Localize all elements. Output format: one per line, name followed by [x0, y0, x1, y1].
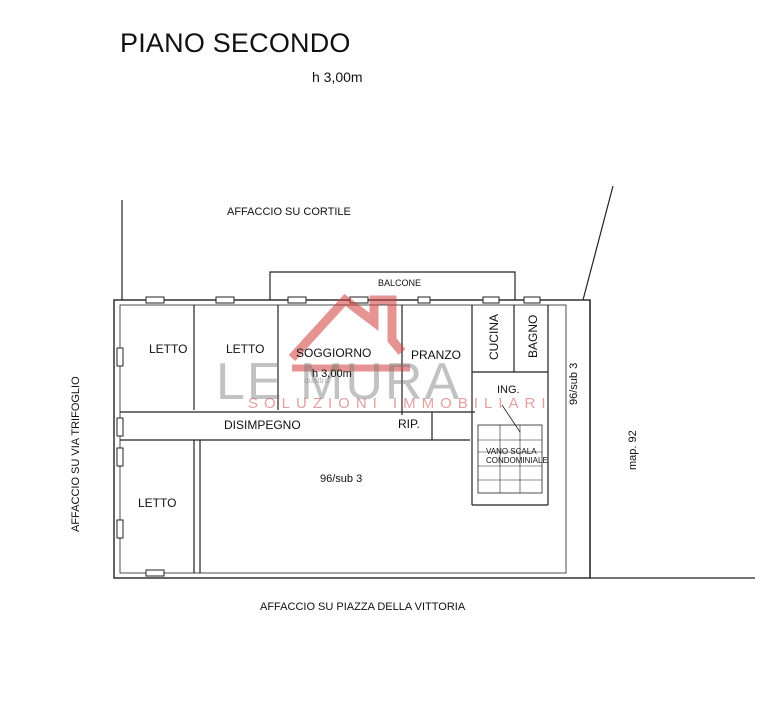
label-affaccio-piazza: AFFACCIO SU PIAZZA DELLA VITTORIA	[260, 601, 466, 613]
room-cucina: CUCINA	[487, 313, 501, 360]
label-affaccio-cortile: AFFACCIO SU CORTILE	[227, 206, 351, 218]
room-rip: RIP.	[398, 417, 420, 431]
room-disimpegno: DISIMPEGNO	[224, 418, 301, 432]
room-letto-3: LETTO	[138, 496, 177, 510]
room-soggiorno-height: h 3,00m	[312, 368, 352, 380]
plan-title: PIANO SECONDO	[120, 28, 351, 58]
label-sub-right: 96/sub 3	[568, 362, 580, 405]
label-map: map. 92	[627, 430, 639, 470]
room-ing: ING.	[497, 384, 520, 396]
room-bagno: BAGNO	[526, 314, 540, 358]
watermark-roof	[288, 293, 406, 362]
room-condominiale: CONDOMINIALE	[486, 456, 548, 465]
height-note: h 3,00m	[312, 69, 363, 85]
boundary-right-diagonal	[582, 185, 614, 301]
label-sub-center: 96/sub 3	[320, 473, 363, 485]
label-affaccio-via: AFFACCIO SU VIA TRIFOGLIO	[70, 376, 82, 532]
watermark-tagline: SOLUZIONI IMMOBILIARI	[248, 395, 552, 412]
room-pranzo: PRANZO	[411, 348, 462, 362]
label-balcone: BALCONE	[378, 278, 422, 288]
room-letto-2: LETTO	[226, 342, 265, 356]
room-letto-1: LETTO	[149, 342, 188, 356]
balcony-outline	[269, 271, 516, 300]
watermark-brand: LE MURA	[216, 353, 462, 411]
watermark-quattro: quattro	[304, 376, 329, 385]
room-soggiorno: SOGGIORNO	[296, 346, 372, 360]
room-vano-scala: VANO SCALA	[486, 447, 537, 456]
stair-block	[477, 424, 543, 494]
